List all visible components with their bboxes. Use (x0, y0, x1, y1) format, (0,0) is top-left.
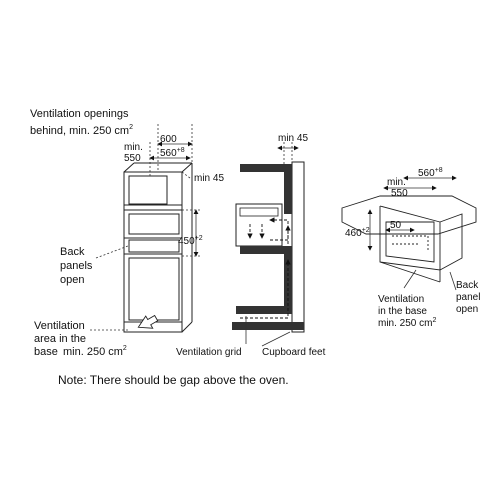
base-unit-drawing (341, 195, 477, 283)
section-drawing (232, 142, 305, 347)
back-panels-line1: Back (60, 246, 85, 258)
upper-back-panel (284, 164, 292, 214)
base-plate (236, 306, 292, 314)
upper-shelf (240, 164, 292, 172)
lower-compartment (128, 257, 180, 321)
dim-min-label: min. (124, 142, 143, 153)
dim-550: 550 (124, 153, 141, 164)
dim-600: 600 (160, 134, 177, 145)
vent-openings-line2: behind, min. 250 cm2 (30, 124, 133, 137)
installation-note: Note: There should be gap above the oven… (58, 373, 289, 387)
right-dim-560: 560+8 (418, 167, 443, 179)
oven-niche-lower (128, 239, 180, 253)
cupboard-feet-label: Cupboard feet (262, 347, 326, 358)
vent-openings-line1: Ventilation openings (30, 108, 129, 120)
tall-cabinet-drawing (123, 162, 193, 333)
right-vent-line2: in the base (378, 306, 427, 317)
base-airflow-arrow (137, 314, 159, 329)
lower-shelf (240, 246, 292, 254)
cabinet-front (123, 171, 183, 333)
base-vent-line2: area in the (34, 333, 86, 345)
right-vent-line3: min. 250 cm2 (378, 317, 436, 329)
right-dimensions (367, 175, 457, 291)
right-back-panel-line3: open (456, 304, 478, 315)
back-wall (291, 161, 305, 333)
right-vent-line1: Ventilation (378, 294, 424, 305)
oven-niche-upper (128, 213, 180, 235)
right-dim-50: 50 (390, 220, 402, 231)
right-dim-min: min. (387, 177, 406, 188)
back-panels-line2: panels (60, 260, 93, 272)
right-dim-460: 460+2 (345, 227, 370, 239)
back-panels-line3: open (60, 274, 84, 286)
right-back-panel-line1: Back (456, 280, 479, 291)
dim-450: 450+2 (178, 235, 203, 247)
dim-560: 560+8 (160, 147, 185, 159)
floor-plate (232, 322, 304, 330)
top-compartment (128, 175, 168, 205)
min45-top: min 45 (278, 133, 308, 144)
base-vent-line3: base (34, 346, 58, 358)
dim-min45-left: min 45 (194, 173, 224, 184)
right-back-panel-line2: panel (456, 292, 480, 303)
ventilation-grid-label: Ventilation grid (176, 347, 242, 358)
left-dimensions (90, 124, 200, 331)
base-vent-line1: Ventilation (34, 320, 85, 332)
right-dim-550: 550 (391, 188, 408, 199)
base-vent-line4: min. 250 cm2 (63, 345, 127, 358)
